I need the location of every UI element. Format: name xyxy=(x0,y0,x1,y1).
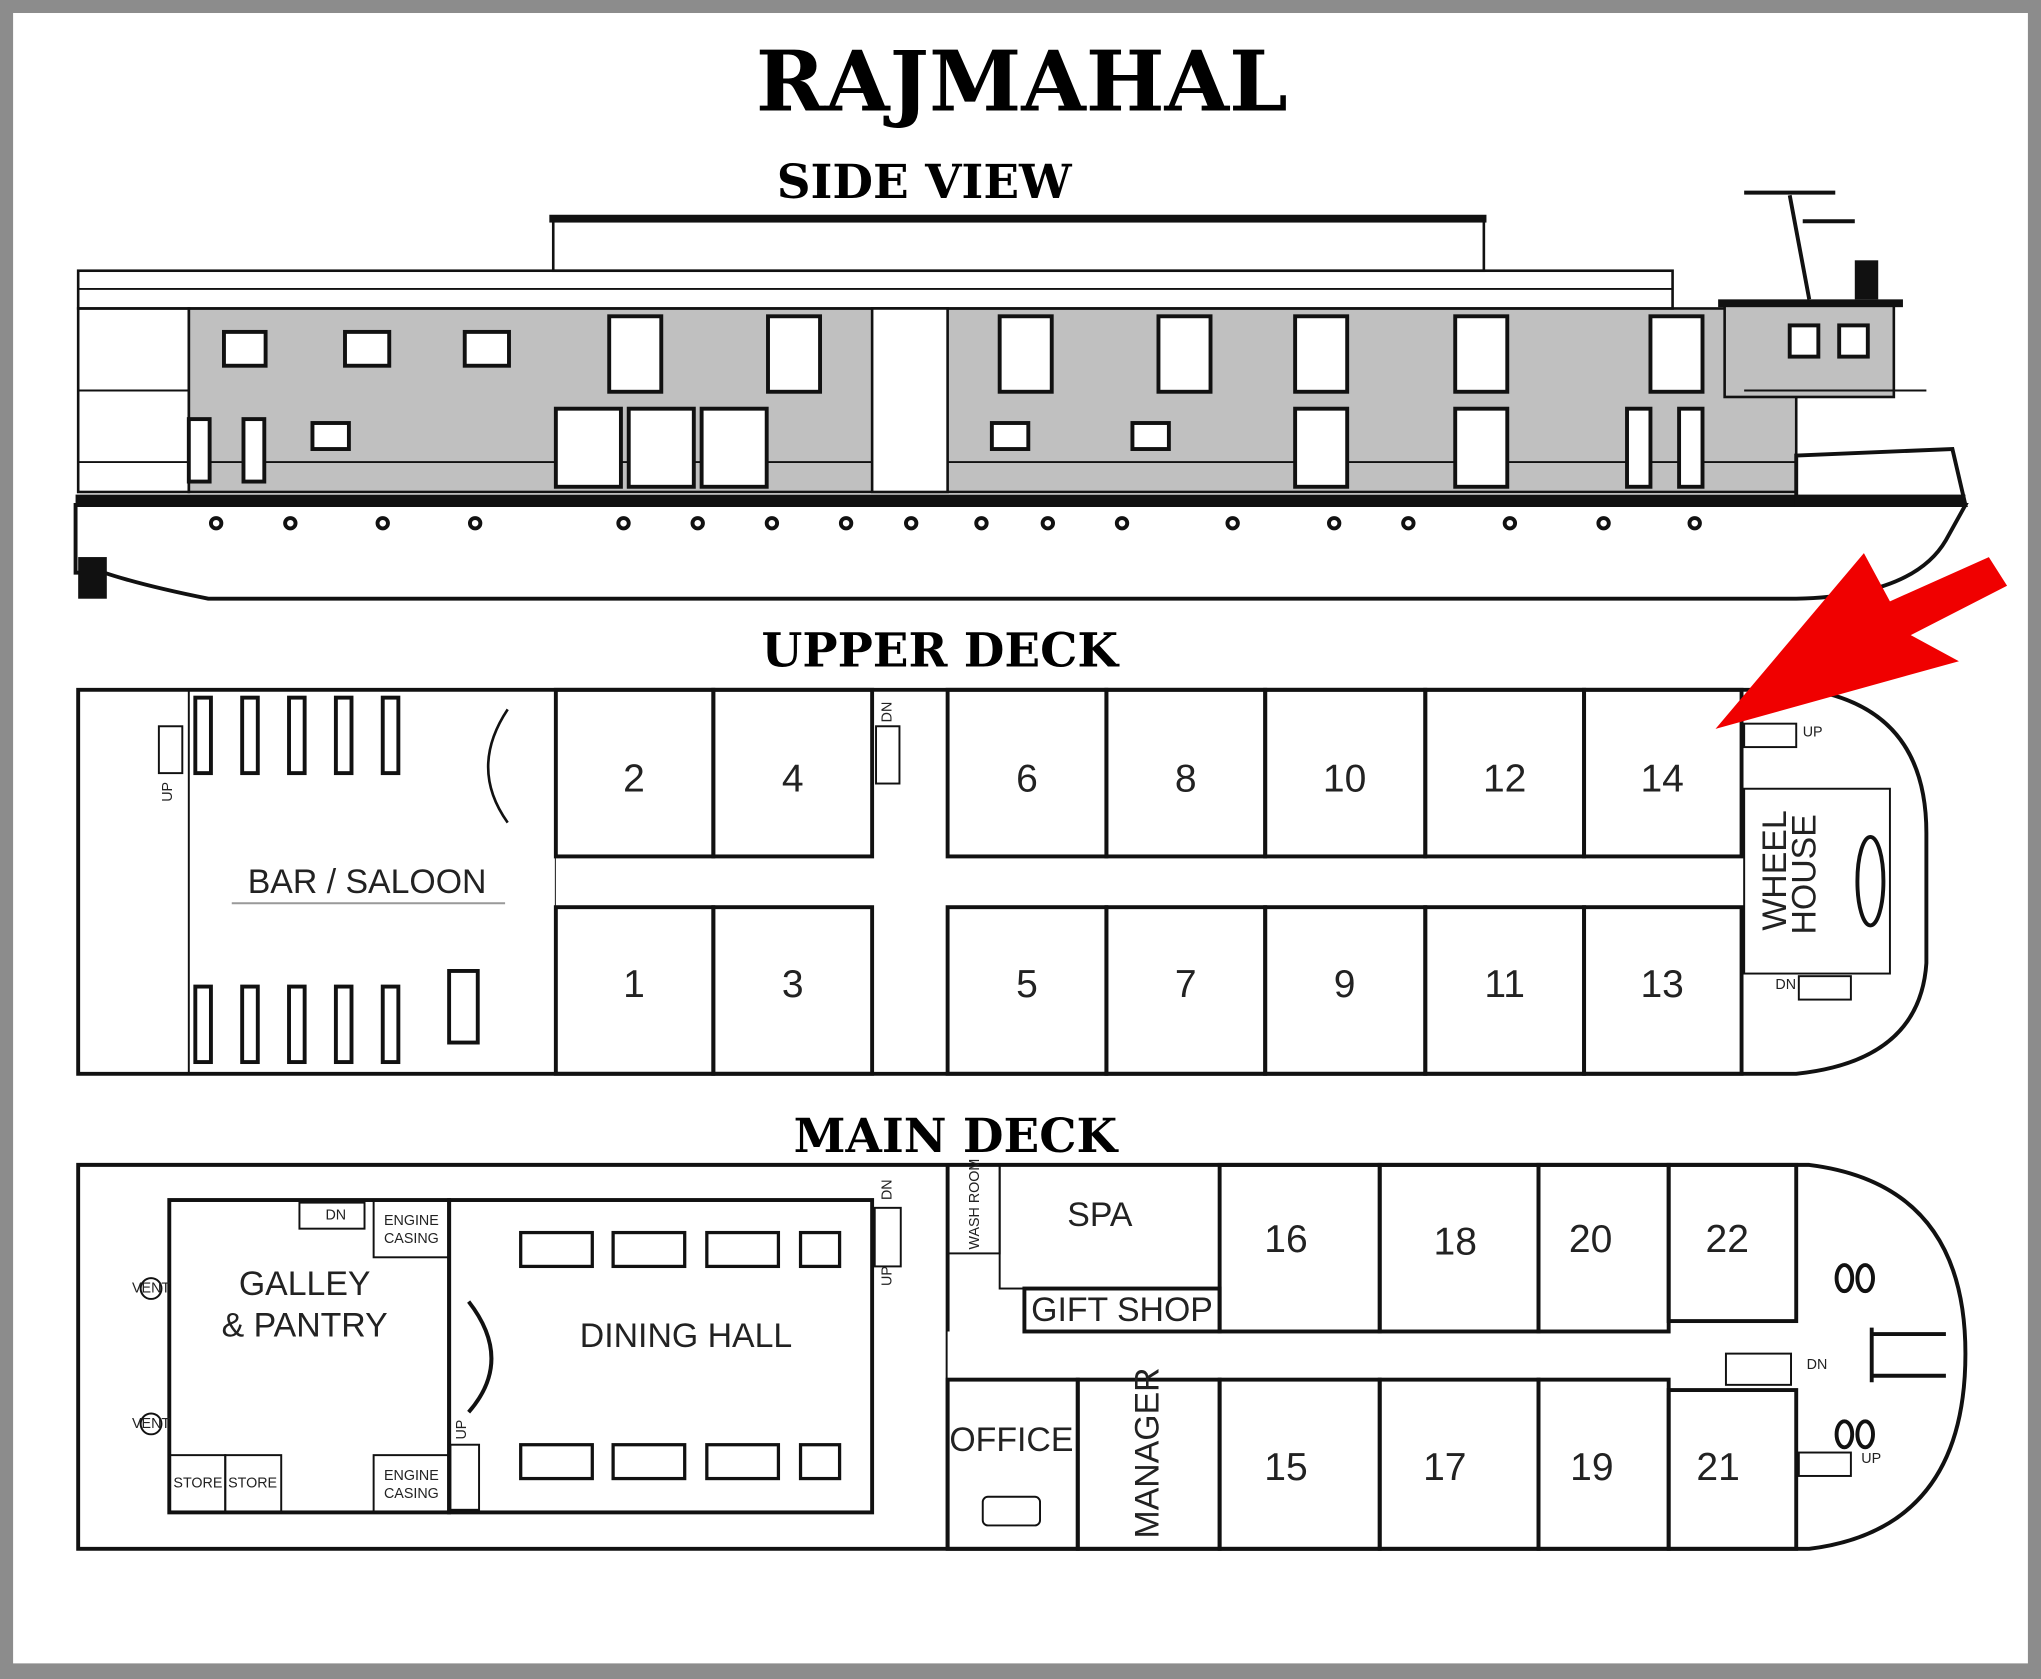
cabin-number: 11 xyxy=(1484,963,1525,1006)
gift-shop-label: GIFT SHOP xyxy=(1031,1291,1213,1329)
pantry-label: & PANTRY xyxy=(222,1307,388,1345)
dining-hall xyxy=(447,1198,875,1515)
engine-casing-label: ENGINE xyxy=(384,1213,439,1229)
cabin-number: 19 xyxy=(1570,1446,1613,1489)
stairs-up-label: UP xyxy=(1803,725,1823,741)
main-cabins-bottom: 15 17 19 21 xyxy=(1217,1377,1799,1551)
side-view-heading: SIDE VIEW xyxy=(777,155,1073,210)
dining-hall-label: DINING HALL xyxy=(580,1317,792,1355)
stairs-down-label: DN xyxy=(1775,977,1796,993)
main-deck: GALLEY & PANTRY ENGINE CASING ENGINE CAS… xyxy=(76,1159,1968,1551)
cabin-number: 2 xyxy=(623,757,645,800)
cabin-number: 9 xyxy=(1334,963,1356,1006)
stairs xyxy=(873,1206,902,1268)
cabin-number: 14 xyxy=(1640,757,1683,800)
office-desk-icon xyxy=(981,1495,1041,1527)
main-cabins-top: 16 18 20 22 xyxy=(1217,1162,1799,1334)
cabin-number: 7 xyxy=(1175,963,1197,1006)
upper-deck-heading: UPPER DECK xyxy=(762,623,1121,678)
engine-casing-label: CASING xyxy=(384,1231,439,1247)
wheel-house-label-1: WHEEL xyxy=(1756,810,1794,930)
stairs-down xyxy=(875,725,901,785)
vent-label: VENT xyxy=(132,1416,170,1432)
manager-label: MANAGER xyxy=(1128,1367,1166,1538)
cabin-number: 20 xyxy=(1569,1218,1612,1261)
lounge-seating xyxy=(193,695,509,1065)
dining-tables xyxy=(519,1230,842,1481)
engine-casing-label: ENGINE xyxy=(384,1468,439,1484)
vent-label: VENT xyxy=(132,1280,170,1296)
bar-saloon-label: BAR / SALOON xyxy=(248,863,487,901)
cabin-number: 15 xyxy=(1264,1446,1307,1489)
stairs-down-label: DN xyxy=(325,1208,346,1224)
stairs-up-label: UP xyxy=(454,1420,470,1440)
cabin-22[interactable] xyxy=(1666,1162,1799,1324)
stairs-down xyxy=(1724,1352,1792,1386)
cabin-number: 18 xyxy=(1434,1221,1477,1264)
cabin-number: 13 xyxy=(1640,963,1683,1006)
upper-cabins-bottom: 1 3 5 7 9 11 13 xyxy=(553,905,1744,1076)
wheel-house xyxy=(1743,787,1891,975)
stairs-down-label: DN xyxy=(880,1179,896,1200)
office-label: OFFICE xyxy=(949,1421,1073,1459)
side-view xyxy=(73,190,1969,601)
cabin-number: 12 xyxy=(1483,757,1526,800)
stairs-up xyxy=(449,1443,481,1511)
bollard-icons xyxy=(1834,1263,1946,1450)
stairs-up xyxy=(1743,722,1798,749)
cabin-4[interactable] xyxy=(711,687,875,859)
stairs-up xyxy=(157,725,184,775)
cabin-14[interactable] xyxy=(1582,687,1744,859)
cabin-number: 10 xyxy=(1323,757,1366,800)
cabin-3[interactable] xyxy=(711,905,875,1076)
stairs-up-label: UP xyxy=(160,782,176,802)
stairs-down xyxy=(298,1201,366,1230)
store-label: STORE xyxy=(173,1476,222,1492)
vent-icon xyxy=(139,1277,163,1300)
stairs-up-label: UP xyxy=(880,1266,896,1286)
store-room xyxy=(224,1454,283,1514)
wash-room-label: WASH ROOM xyxy=(967,1159,983,1250)
cabin-number: 21 xyxy=(1696,1446,1739,1489)
cabin-13[interactable] xyxy=(1582,905,1744,1076)
ship-title: RAJMAHAL xyxy=(756,33,1288,131)
wheel-house-label-2: HOUSE xyxy=(1786,814,1824,934)
upper-deck: BAR / SALOON UP DN 2 4 6 8 10 12 xyxy=(76,687,1929,1076)
page-background xyxy=(13,13,2028,1664)
stairs-down-label: DN xyxy=(880,702,896,723)
cabin-number: 5 xyxy=(1016,963,1038,1006)
cabin-number: 22 xyxy=(1706,1218,1749,1261)
stairs-up xyxy=(1797,1451,1852,1477)
buffet-counter xyxy=(467,1300,494,1414)
cabin-number: 16 xyxy=(1264,1218,1307,1261)
cabin-number: 17 xyxy=(1423,1446,1466,1489)
cabin-number: 6 xyxy=(1016,757,1038,800)
stairs-down xyxy=(1797,975,1852,1001)
helm-icon xyxy=(1855,834,1886,928)
main-deck-heading: MAIN DECK xyxy=(794,1109,1120,1164)
upper-cabins-top: 2 4 6 8 10 12 14 xyxy=(553,687,1744,859)
cabin-number: 8 xyxy=(1175,757,1197,800)
stairs-up-label: UP xyxy=(1861,1451,1881,1467)
cabin-number: 3 xyxy=(782,963,804,1006)
cabin-number: 1 xyxy=(623,963,645,1006)
galley-label: GALLEY xyxy=(239,1265,371,1303)
cabin-number: 4 xyxy=(782,757,804,800)
cabin-21[interactable] xyxy=(1666,1388,1799,1551)
store-label: STORE xyxy=(228,1476,277,1492)
vent-icon xyxy=(139,1412,163,1436)
stairs-down-label: DN xyxy=(1807,1357,1828,1373)
red-arrow-pointer xyxy=(1715,553,2008,729)
spa-label: SPA xyxy=(1067,1196,1133,1234)
engine-casing-label: CASING xyxy=(384,1486,439,1502)
